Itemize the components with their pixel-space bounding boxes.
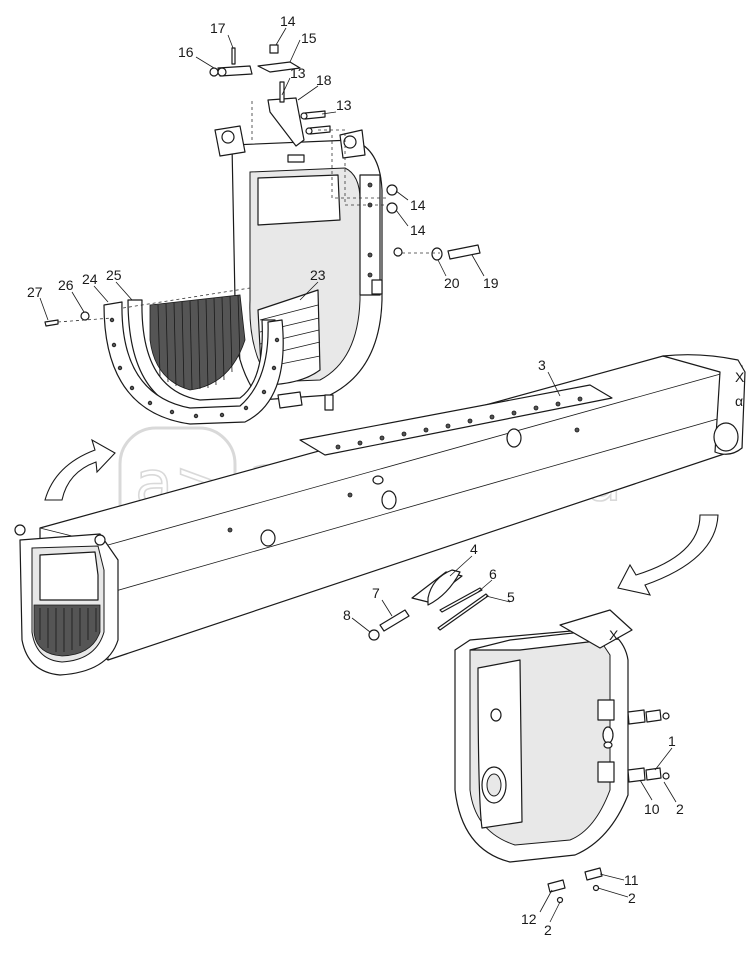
callout-23: 23 xyxy=(310,267,326,283)
callout-24: 24 xyxy=(82,271,98,287)
callout-15: 15 xyxy=(301,30,317,46)
callout-6: 6 xyxy=(489,566,497,582)
plate-holes xyxy=(335,396,583,450)
right-flow-arrow xyxy=(617,514,719,596)
callout-2-bottom-right: 2 xyxy=(628,890,636,906)
callout-14-mid: 14 xyxy=(410,197,426,213)
callout-2-right: 2 xyxy=(676,801,684,817)
callout-5: 5 xyxy=(507,589,515,605)
callout-10: 10 xyxy=(644,801,660,817)
svg-text:α: α xyxy=(735,393,743,409)
callout-1: 1 xyxy=(668,733,676,749)
callout-12: 12 xyxy=(521,911,537,927)
callout-8: 8 xyxy=(343,607,351,623)
callout-11: 11 xyxy=(624,872,639,888)
callout-labels: 17 14 15 16 13 18 13 14 14 20 19 23 27 2… xyxy=(27,13,684,938)
callout-7: 7 xyxy=(372,585,380,601)
callout-18: 18 xyxy=(316,72,332,88)
upper-grille xyxy=(149,294,246,391)
svg-text:X: X xyxy=(609,627,619,643)
callout-16: 16 xyxy=(178,44,194,60)
left-grille xyxy=(33,604,101,657)
ring-bolt-holes xyxy=(109,317,280,419)
callout-14-top: 14 xyxy=(280,13,296,29)
svg-text:X: X xyxy=(735,369,745,385)
callout-17: 17 xyxy=(210,20,226,36)
main-beam: X α xyxy=(14,354,746,676)
callout-25: 25 xyxy=(106,267,122,283)
callout-14-low: 14 xyxy=(410,222,426,238)
callout-13-top: 13 xyxy=(290,65,306,81)
callout-20: 20 xyxy=(444,275,460,291)
callout-27: 27 xyxy=(27,284,43,300)
leader-lines xyxy=(39,27,677,923)
left-flow-arrow xyxy=(44,438,116,501)
callout-26: 26 xyxy=(58,277,74,293)
callout-13-right: 13 xyxy=(336,97,352,113)
callout-2-bottom: 2 xyxy=(544,922,552,938)
frame-assembly xyxy=(44,44,481,425)
callout-3: 3 xyxy=(538,357,546,373)
end-cap-assembly: X xyxy=(368,569,670,904)
callout-4: 4 xyxy=(470,541,478,557)
callout-19: 19 xyxy=(483,275,499,291)
